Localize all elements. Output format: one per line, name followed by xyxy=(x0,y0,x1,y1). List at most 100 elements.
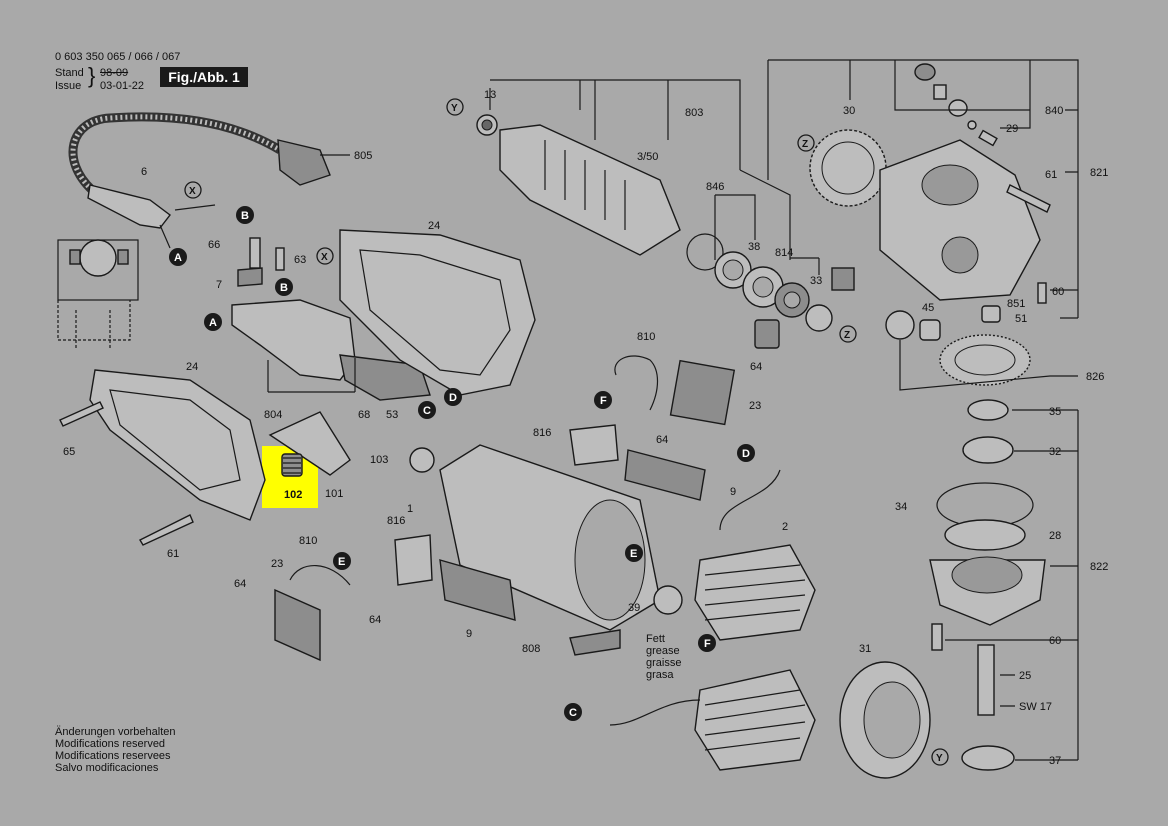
svg-text:Y: Y xyxy=(451,103,458,114)
label-66: 66 xyxy=(208,239,220,251)
label-61-lower: 61 xyxy=(167,548,179,560)
label-816-upper: 816 xyxy=(533,427,551,439)
label-51: 51 xyxy=(1015,313,1027,325)
label-1: 1 xyxy=(407,503,413,515)
label-35: 35 xyxy=(1049,406,1061,418)
label-846: 846 xyxy=(706,181,724,193)
label-29: 29 xyxy=(1006,123,1018,135)
svg-text:X: X xyxy=(321,252,328,263)
ref-z-badge: Z xyxy=(839,325,857,343)
label-64-left: 64 xyxy=(234,578,246,590)
connector-b-badge: B xyxy=(236,206,254,224)
svg-text:Fett: Fett xyxy=(646,633,665,645)
label-28: 28 xyxy=(1049,530,1061,542)
label-60-lower: 60 xyxy=(1049,635,1061,647)
label-24-upper: 24 xyxy=(428,220,440,232)
field-coil-lower xyxy=(694,669,816,771)
svg-text:C: C xyxy=(423,405,431,417)
plug xyxy=(277,139,331,186)
svg-text:graisse: graisse xyxy=(646,657,681,669)
label-53: 53 xyxy=(386,409,398,421)
note-line: Änderungen vorbehalten xyxy=(55,726,176,738)
svg-text:F: F xyxy=(704,638,711,650)
label-63: 63 xyxy=(294,254,306,266)
ref-z-badge: Z xyxy=(797,134,815,152)
reference-badges: X X Y Y Z Z xyxy=(184,98,949,766)
label-sw17: SW 17 xyxy=(1019,701,1052,713)
label-25: 25 xyxy=(1019,670,1031,682)
label-102: 102 xyxy=(284,489,302,501)
label-9-upper: 9 xyxy=(730,486,736,498)
label-45: 45 xyxy=(922,302,934,314)
label-810-upper: 810 xyxy=(637,331,655,343)
power-cord-texture xyxy=(70,114,282,192)
connector-c-badge: C xyxy=(564,703,582,721)
svg-text:C: C xyxy=(569,707,577,719)
label-13: 13 xyxy=(484,89,496,101)
svg-text:E: E xyxy=(630,548,637,560)
stand-label: Stand xyxy=(55,67,84,79)
label-7: 7 xyxy=(216,279,222,291)
label-61: 61 xyxy=(1045,169,1057,181)
field-coil-upper xyxy=(694,544,816,641)
label-39: 39 xyxy=(628,602,640,614)
ref-x-badge: X xyxy=(184,181,202,199)
figure-label: Fig./Abb. 1 xyxy=(160,67,248,87)
label-822: 822 xyxy=(1090,561,1108,573)
switch-lever xyxy=(268,411,351,476)
label-34: 34 xyxy=(895,501,907,513)
label-9-lower: 9 xyxy=(466,628,472,640)
connector-a-badge: A xyxy=(204,313,222,331)
label-31: 31 xyxy=(859,643,871,655)
label-30: 30 xyxy=(843,105,855,117)
part-labels: 13 803 3/50 846 38 814 33 30 840 29 821 … xyxy=(63,89,1108,767)
svg-text:B: B xyxy=(280,282,288,294)
label-816-lower: 816 xyxy=(387,515,405,527)
label-68: 68 xyxy=(358,409,370,421)
connector-e-badge: E xyxy=(333,552,351,570)
svg-text:X: X xyxy=(189,186,196,197)
label-23-upper: 23 xyxy=(749,400,761,412)
connector-e-badge: E xyxy=(625,544,643,562)
label-33: 33 xyxy=(810,275,822,287)
note-line: Modifications reserved xyxy=(55,738,166,750)
label-840: 840 xyxy=(1045,105,1063,117)
housing-half-upper xyxy=(339,229,536,396)
label-65: 65 xyxy=(63,446,75,458)
note-line: Salvo modificaciones xyxy=(55,762,159,774)
cord-guard xyxy=(87,184,171,229)
note-line: Modifications reservees xyxy=(55,750,171,762)
svg-text:Y: Y xyxy=(936,753,943,764)
label-804: 804 xyxy=(264,409,282,421)
connector-d-badge: D xyxy=(737,444,755,462)
svg-text:E: E xyxy=(338,556,345,568)
spring-102 xyxy=(281,453,303,477)
svg-text:D: D xyxy=(742,448,750,460)
label-821: 821 xyxy=(1090,167,1108,179)
spindle xyxy=(977,644,995,716)
armature xyxy=(499,124,681,256)
label-64-mid: 64 xyxy=(656,434,668,446)
power-cord xyxy=(68,112,283,194)
label-101: 101 xyxy=(325,488,343,500)
label-23-lower: 23 xyxy=(271,558,283,570)
housing-half-lower xyxy=(89,369,266,521)
label-2: 2 xyxy=(782,521,788,533)
label-6: 6 xyxy=(141,166,147,178)
svg-text:F: F xyxy=(600,395,607,407)
label-810-lower: 810 xyxy=(299,535,317,547)
svg-text:grease: grease xyxy=(646,645,680,657)
label-64-upper: 64 xyxy=(750,361,762,373)
label-805: 805 xyxy=(354,150,372,162)
label-37: 37 xyxy=(1049,755,1061,767)
label-64-lower: 64 xyxy=(369,614,381,626)
label-60: 60 xyxy=(1052,286,1064,298)
svg-text:A: A xyxy=(209,317,217,329)
svg-text:grasa: grasa xyxy=(646,669,674,681)
ref-y-badge: Y xyxy=(931,748,949,766)
brace-glyph: } xyxy=(88,63,96,88)
svg-text:D: D xyxy=(449,392,457,404)
issue-label: Issue xyxy=(55,80,82,92)
